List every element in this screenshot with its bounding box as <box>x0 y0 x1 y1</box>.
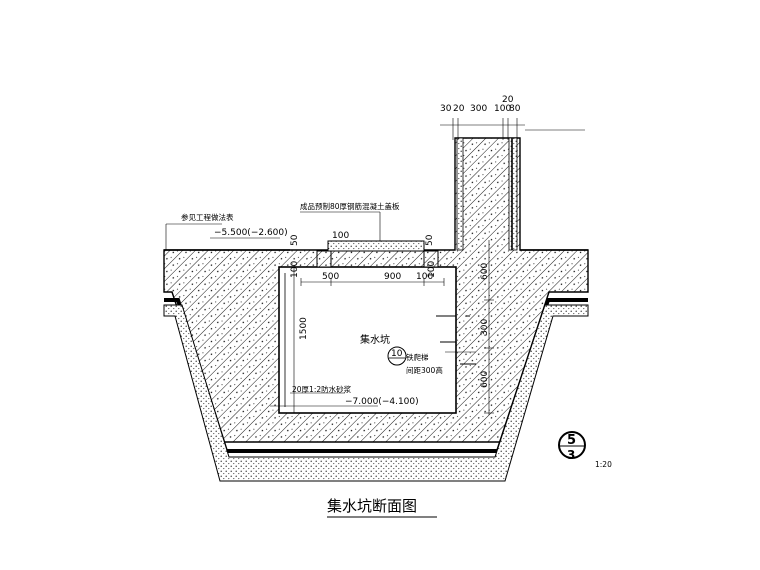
pit-void <box>278 266 457 414</box>
dimension-lines <box>165 118 585 415</box>
mortar-note: 20厚1:2防水砂浆 <box>292 384 352 394</box>
dim-900: 900 <box>384 272 401 282</box>
wall-inner-layer-left <box>456 137 464 251</box>
dim-300: 300 <box>480 319 490 336</box>
dim-cover-50b: 50 <box>425 234 435 246</box>
detail-sheet: — <box>393 360 401 369</box>
ladder-note: 铁爬梯 <box>406 352 429 362</box>
dim-100-right2: 100 <box>427 261 437 278</box>
ladder <box>436 315 476 365</box>
ref-note: 参见工程做法表 <box>181 212 234 222</box>
dim-100-right: 100 <box>416 272 433 282</box>
pit-name: 集水坑 <box>360 333 390 346</box>
dim-600-bot: 600 <box>480 371 490 388</box>
dim-wall-30: 30 <box>440 104 452 114</box>
drawing-title: 集水坑断面图 <box>327 497 417 515</box>
cover-note: 成品预制80厚钢筋混凝土盖板 <box>300 201 400 211</box>
detail-callout-circle <box>387 346 407 366</box>
elev-top: −5.500(−2.600) <box>214 228 288 238</box>
dim-500: 500 <box>322 272 339 282</box>
cushion-layer <box>163 304 589 482</box>
dim-100-left: 100 <box>290 261 300 278</box>
dim-cover-100: 100 <box>332 231 349 241</box>
dim-600-top: 600 <box>480 263 490 280</box>
waterproof-layer <box>164 298 588 453</box>
section-mark-circle <box>558 431 586 459</box>
dim-wall-100: 100 <box>494 104 511 114</box>
dim-cover-50a: 50 <box>290 234 300 246</box>
dim-wall-20b: 20 <box>502 95 514 105</box>
dim-wall-300: 300 <box>470 104 487 114</box>
section-num: 5 <box>567 433 576 448</box>
dim-wall-80: 80 <box>509 104 521 114</box>
cover-support-right <box>423 250 439 268</box>
elev-bottom: −7.000(−4.100) <box>345 397 419 407</box>
section-sheet: 3 <box>567 448 575 462</box>
dim-1500: 1500 <box>299 317 309 340</box>
detail-num: 10 <box>391 349 403 359</box>
wall-inner-layer-right <box>508 137 518 251</box>
cover-slab <box>327 240 425 252</box>
dim-wall-20a: 20 <box>453 104 465 114</box>
ladder-spacing: 间距300高 <box>406 365 443 375</box>
cover-support-left <box>316 250 332 268</box>
scale: 1:20 <box>595 460 612 469</box>
